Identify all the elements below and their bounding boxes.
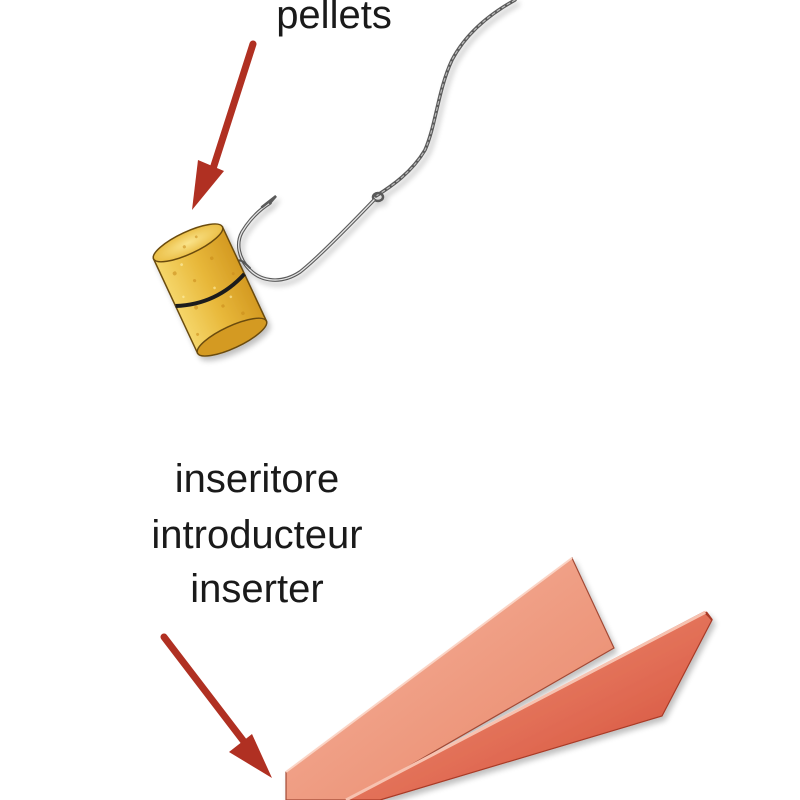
- inserter-label-en: inserter: [190, 567, 323, 611]
- pellets-label: pellets: [276, 0, 392, 37]
- inserter-label-fr: introducteur: [151, 513, 362, 557]
- hook-and-line: [235, 0, 517, 282]
- inserter-arrow: [160, 633, 272, 778]
- pellet: [152, 223, 268, 357]
- inserter-label-it: inseritore: [175, 457, 340, 501]
- pellets-arrow: [192, 40, 257, 210]
- inserter-tool: [285, 557, 713, 800]
